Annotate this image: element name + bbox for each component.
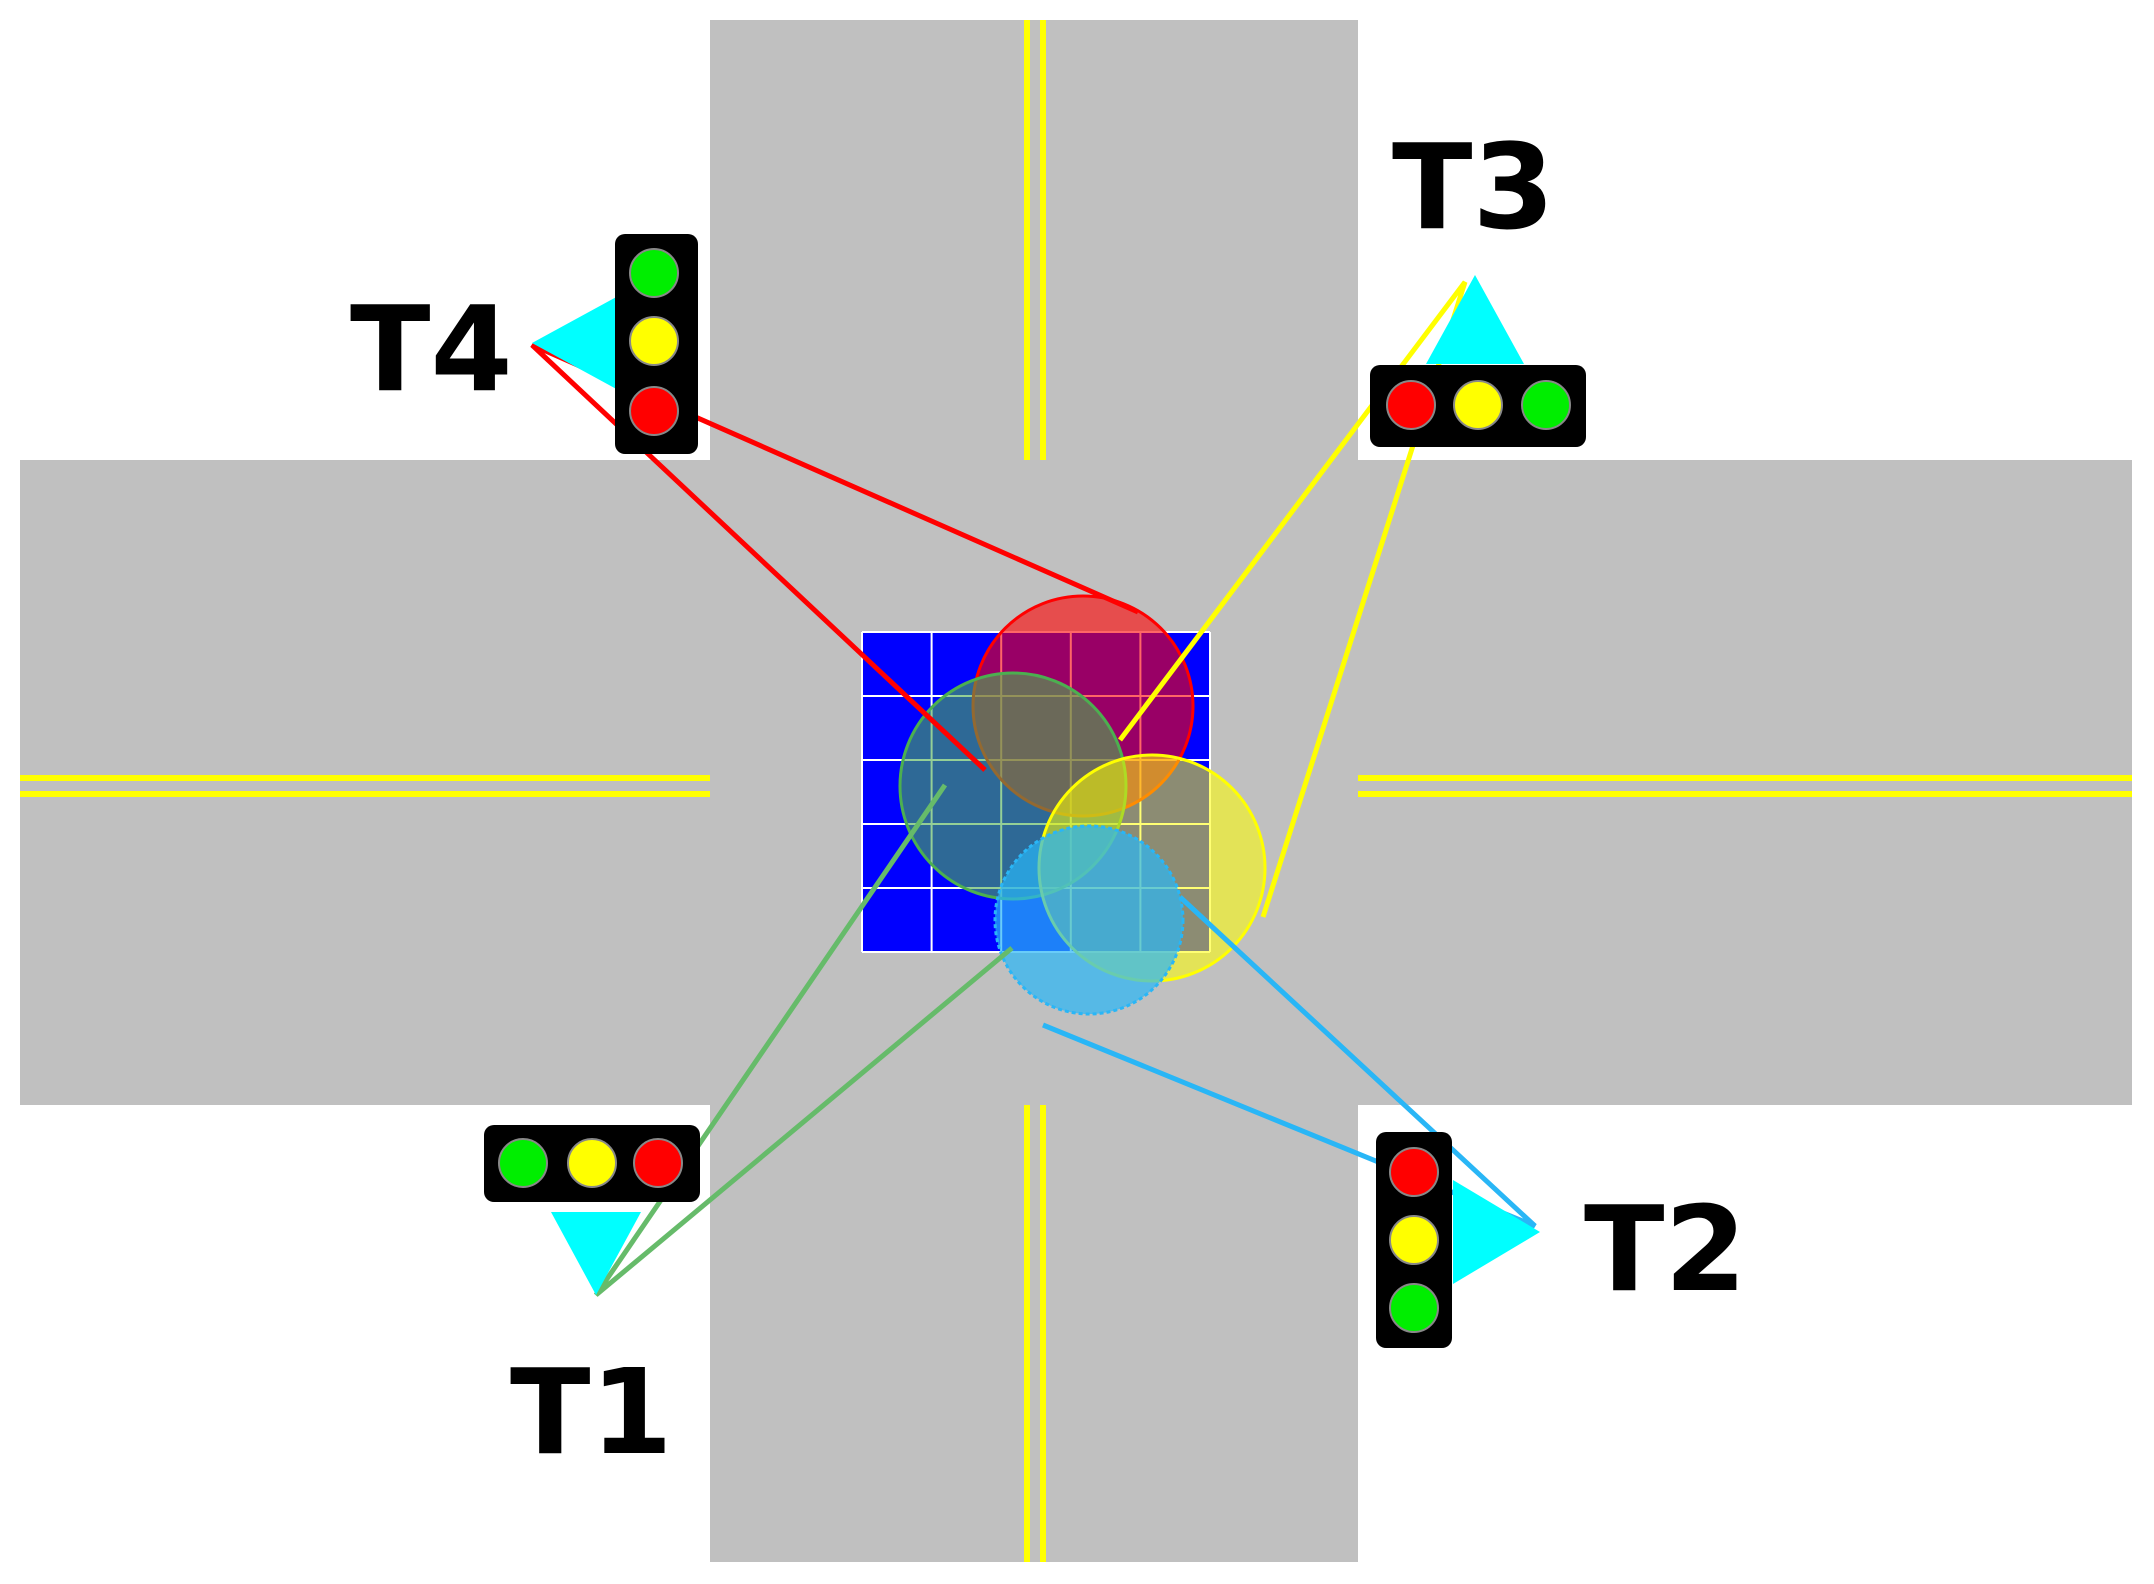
lamp-red bbox=[629, 386, 679, 436]
lamp-yellow bbox=[1453, 380, 1503, 430]
lamp-green bbox=[629, 248, 679, 298]
lane-marking-north bbox=[1024, 20, 1046, 460]
lamp-red bbox=[1389, 1147, 1439, 1197]
t4-fov-lines bbox=[530, 342, 1140, 772]
t2-camera-marker bbox=[1453, 1180, 1540, 1284]
t4-camera-marker bbox=[532, 295, 620, 391]
lamp-yellow bbox=[1389, 1215, 1439, 1265]
lamp-red bbox=[1386, 380, 1436, 430]
lane-marking-south bbox=[1024, 1105, 1046, 1562]
label-t2: T2 bbox=[1584, 1180, 1747, 1318]
label-t3: T3 bbox=[1392, 118, 1555, 256]
t3-camera-marker bbox=[1426, 275, 1524, 364]
traffic-light-t3 bbox=[1370, 365, 1586, 447]
label-t1: T1 bbox=[510, 1343, 673, 1481]
t2-coverage-circle bbox=[993, 824, 1185, 1016]
traffic-light-t4 bbox=[615, 234, 698, 454]
lamp-yellow bbox=[629, 316, 679, 366]
t1-camera-marker bbox=[551, 1212, 641, 1295]
traffic-light-t2 bbox=[1376, 1132, 1452, 1348]
lamp-green bbox=[498, 1138, 548, 1188]
t3-fov-lines bbox=[1118, 280, 1468, 918]
label-t4: T4 bbox=[350, 280, 513, 418]
lane-marking-west bbox=[20, 775, 710, 797]
lamp-yellow bbox=[567, 1138, 617, 1188]
traffic-light-t1 bbox=[484, 1125, 700, 1202]
lane-marking-east bbox=[1358, 775, 2132, 797]
t2-fov-lines bbox=[1042, 895, 1537, 1229]
lamp-green bbox=[1521, 380, 1571, 430]
camera-markers bbox=[532, 275, 1540, 1295]
lane-markings bbox=[20, 20, 2132, 1562]
lamp-red bbox=[633, 1138, 683, 1188]
lamp-green bbox=[1389, 1283, 1439, 1333]
